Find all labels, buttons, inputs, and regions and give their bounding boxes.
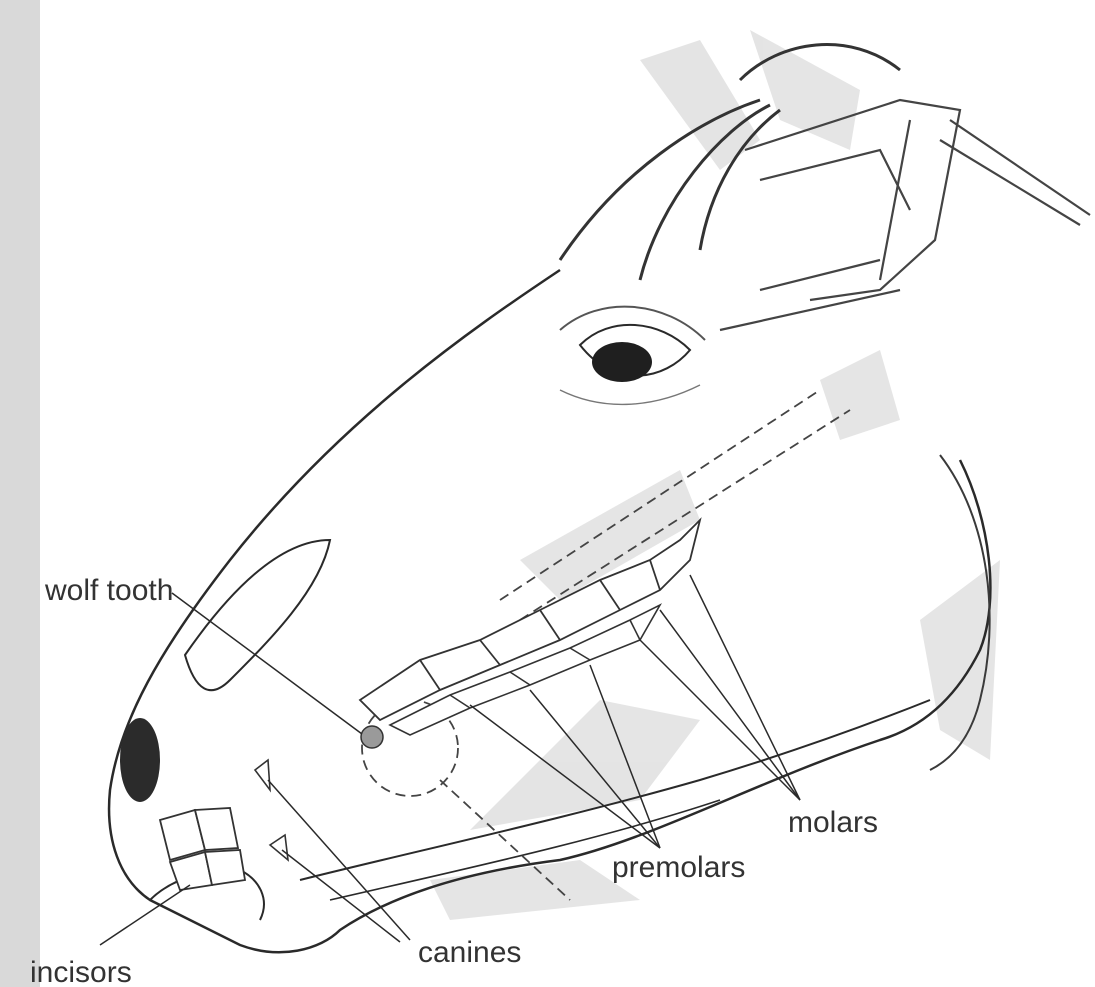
halter <box>720 100 1090 330</box>
nostril-opening <box>120 718 160 802</box>
wolf-tooth <box>361 726 383 748</box>
label-incisors: incisors <box>30 956 132 987</box>
label-molars: molars <box>788 806 878 839</box>
label-premolars: premolars <box>612 851 745 884</box>
label-canines: canines <box>418 936 521 969</box>
leader-canines-1 <box>268 780 410 940</box>
eye <box>560 307 705 405</box>
leader-wolf-tooth <box>172 593 362 734</box>
incisors <box>160 808 245 890</box>
leader-incisors <box>100 885 190 945</box>
shading-washes <box>430 30 1000 920</box>
label-wolf-tooth: wolf tooth <box>44 574 173 607</box>
nostril-outline <box>185 540 330 690</box>
page-edge-strip <box>0 0 40 987</box>
canines <box>255 760 288 860</box>
